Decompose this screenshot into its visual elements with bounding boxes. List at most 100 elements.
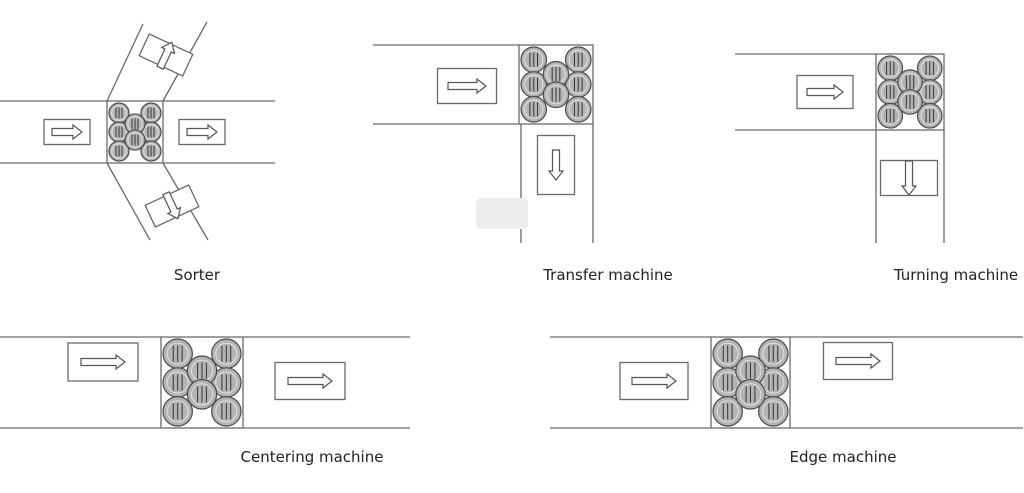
direction-arrow-icon — [900, 160, 918, 196]
roller-ring — [568, 50, 588, 70]
roller-ring — [215, 371, 238, 394]
roller-wheel — [564, 71, 592, 98]
roller-ring — [762, 371, 785, 394]
centering-roller-cluster — [162, 338, 242, 427]
direction-arrow-icon — [162, 191, 182, 220]
roller-wheel — [162, 367, 193, 398]
roller-ring — [739, 383, 762, 406]
roller-wheel — [758, 396, 789, 427]
roller-wheel — [211, 338, 242, 369]
package-box — [274, 361, 346, 401]
package-box — [619, 361, 689, 401]
roller-ring — [881, 82, 900, 102]
roller-ring — [716, 371, 739, 394]
roller-wheel — [140, 140, 162, 162]
package-box — [536, 134, 576, 196]
turning-roller-cluster-frame — [875, 53, 945, 131]
package-box — [43, 118, 91, 146]
roller-ring — [111, 143, 127, 159]
roller-wheel — [897, 69, 923, 95]
roller-wheel — [520, 46, 548, 74]
roller-wheel — [520, 95, 548, 123]
centering-roller-cluster-frame — [160, 336, 244, 429]
roller-wheel — [712, 338, 743, 369]
roller-wheel — [211, 396, 242, 427]
transfer-roller-cluster-frame — [518, 44, 594, 125]
roller-ring — [166, 400, 189, 423]
roller-ring — [546, 85, 566, 105]
package-box — [67, 342, 139, 382]
roller-wheel — [877, 102, 904, 129]
roller-wheel — [897, 89, 923, 115]
package-box — [822, 341, 894, 381]
roller-ring — [900, 92, 920, 112]
roller-ring — [524, 74, 544, 95]
roller-ring — [568, 74, 588, 95]
conveyor-edge — [106, 162, 151, 241]
roller-wheel — [916, 102, 943, 129]
direction-arrow-icon — [631, 372, 677, 390]
label-sorter: Sorter — [173, 266, 221, 284]
package-box — [796, 74, 854, 110]
transfer-roller-cluster — [520, 46, 592, 123]
direction-arrow-icon — [51, 123, 83, 141]
package-outline — [822, 341, 894, 381]
conveyor-edge — [106, 23, 144, 102]
sorter-roller-cluster-frame — [106, 100, 164, 164]
roller-wheel — [564, 95, 592, 123]
direction-arrow-icon — [447, 77, 487, 95]
roller-ring — [143, 143, 159, 159]
turning-roller-cluster — [877, 55, 943, 129]
package-box — [138, 33, 194, 77]
roller-ring — [111, 105, 127, 121]
roller-ring — [191, 383, 213, 406]
edge-roller-cluster-frame — [710, 336, 791, 429]
label-transfer-machine: Transfer machine — [543, 266, 673, 284]
roller-wheel — [162, 396, 193, 427]
direction-arrow-icon — [547, 149, 565, 181]
roller-ring — [166, 342, 189, 365]
sorter-roller-cluster — [108, 102, 162, 162]
placeholder-box — [476, 198, 528, 229]
roller-ring — [215, 342, 238, 365]
package-box — [436, 67, 498, 105]
direction-arrow-icon — [156, 41, 176, 70]
roller-wheel — [520, 71, 548, 98]
package-box — [178, 118, 226, 146]
roller-wheel — [712, 396, 743, 427]
edge-roller-cluster — [712, 338, 789, 427]
roller-wheel — [564, 46, 592, 74]
roller-ring — [111, 124, 127, 140]
label-turning-machine: Turning machine — [893, 266, 1019, 284]
roller-wheel — [162, 338, 193, 369]
direction-arrow-icon — [806, 83, 844, 101]
roller-ring — [127, 132, 143, 148]
roller-wheel — [735, 379, 766, 410]
roller-ring — [920, 106, 939, 125]
roller-ring — [716, 342, 739, 365]
roller-wheel — [916, 55, 943, 82]
roller-ring — [524, 50, 544, 70]
direction-arrow-icon — [287, 372, 333, 390]
roller-wheel — [758, 367, 789, 398]
roller-ring — [762, 342, 785, 365]
roller-ring — [881, 106, 900, 125]
roller-wheel — [542, 81, 570, 109]
roller-wheel — [124, 129, 146, 151]
roller-ring — [166, 371, 189, 394]
direction-arrow-icon — [80, 353, 126, 371]
roller-ring — [762, 400, 785, 423]
roller-ring — [716, 400, 739, 423]
roller-ring — [920, 59, 939, 78]
roller-ring — [881, 59, 900, 78]
roller-ring — [215, 400, 238, 423]
roller-wheel — [186, 379, 218, 410]
roller-ring — [143, 105, 159, 121]
direction-arrow-icon — [186, 123, 218, 141]
roller-ring — [568, 99, 588, 119]
roller-wheel — [108, 140, 130, 162]
package-box — [144, 184, 200, 228]
package-box — [879, 159, 939, 197]
roller-ring — [143, 124, 159, 140]
